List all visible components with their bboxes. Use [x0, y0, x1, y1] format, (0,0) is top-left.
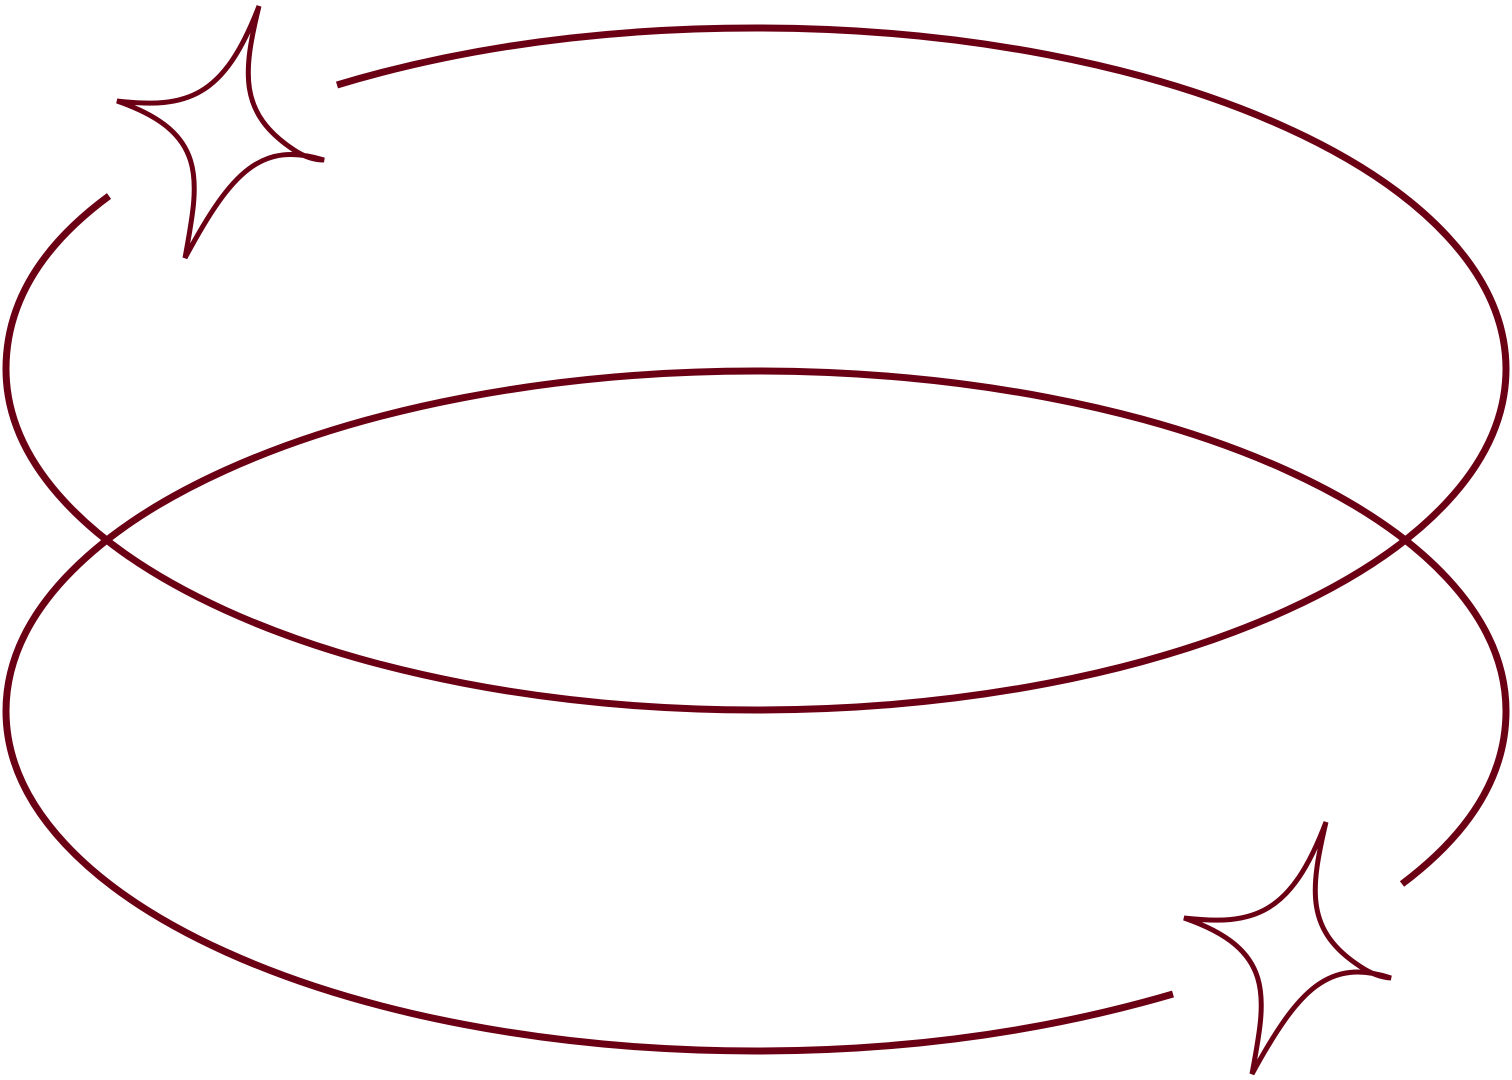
lower-ring	[2, 367, 1510, 1055]
upper-ring	[2, 24, 1510, 714]
top-left-sparkle-icon	[116, 5, 325, 260]
bottom-right-sparkle-icon	[1183, 821, 1392, 1076]
